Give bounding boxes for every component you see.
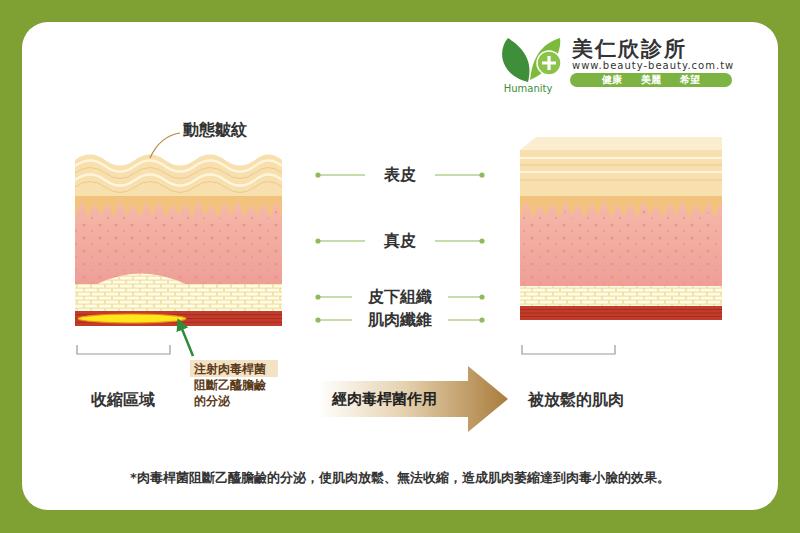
bracket [77,345,170,354]
tagline-band-text: 健康 美麗 希望 [580,73,722,87]
logo-word: Humanity [504,83,553,95]
muscle [75,311,282,326]
clinic-url: www.beauty-beauty.com.tw [572,60,734,72]
guide-dot [480,295,484,299]
guide-line [318,174,365,175]
guide-dot [480,173,484,177]
guide-line [448,319,482,320]
guide-dot [480,318,484,322]
epidermis-top [520,137,722,150]
guide-dot [316,318,320,322]
dermis-dots [75,210,282,284]
injection-arrow-line [180,324,193,356]
wrinkle-line [75,168,282,179]
guide-dot [316,173,320,177]
relaxed-skin [520,137,722,320]
muscle [520,306,722,320]
logo-circle [537,51,561,75]
guide-line [318,240,365,241]
layer-label: 皮下組織 [368,287,432,306]
wrinkle-line [75,161,282,172]
callout-box: 注射肉毒桿菌 阻斷乙醯膽鹼 的分泌 [190,360,278,410]
layer-guides [316,173,484,322]
wrinkle-leader [150,133,180,158]
fat-bulge [95,274,188,286]
muscle-fibre [520,309,722,310]
guide-line [435,174,482,175]
footnote: *肉毒桿菌阻斷乙醯膽鹼的分泌，使肌肉放鬆、無法收縮，造成肌肉萎縮達到肉毒小臉的效… [130,470,670,486]
epidermis-line [520,180,722,181]
guide-line [435,240,482,241]
layer-label: 表皮 [384,165,416,184]
clinic-name: 美仁欣診所 [572,37,687,62]
guide-line [318,319,352,320]
layer-label: 肌肉纖維 [368,310,432,329]
dermis-dots [520,210,722,286]
guide-dot [316,239,320,243]
contracted-skin [75,155,282,327]
blocked-zone [78,314,186,323]
subcutaneous-fat [520,286,722,306]
injection-arrow [180,324,193,356]
muscle-fibre [520,316,722,317]
guide-line [318,296,352,297]
epidermis-line [520,171,722,173]
muscle-fibre [520,313,722,314]
subcutaneous-fat [75,284,282,311]
callout-box-text: 注射肉毒桿菌 阻斷乙醯膽鹼 的分泌 [194,361,274,409]
region-label: 收縮區域 [91,390,155,409]
logo-leaf [502,38,529,82]
guide-dot [316,295,320,299]
brackets [77,345,615,354]
guide-dot [480,239,484,243]
result-label: 被放鬆的肌肉 [528,390,624,409]
effect-arrow: 經肉毒桿菌作用 [318,366,508,432]
logo-leaf [530,38,560,80]
dermis [75,200,282,284]
tagline-band: 健康 美麗 希望 [570,73,732,87]
guide-line [448,296,482,297]
leader-line [150,133,180,158]
epidermis-line [520,157,722,159]
logo-plus [542,56,556,70]
arrow-body [318,366,508,432]
wrinkle-line [75,175,282,186]
wrinkle-label: 動態皺紋 [183,120,247,139]
layer-label: 真皮 [384,231,416,250]
bracket [522,345,615,354]
logo-mark [502,38,561,82]
epidermis-line [520,165,722,166]
white-panel [22,22,778,510]
effect-arrow-text: 經肉毒桿菌作用 [332,390,437,409]
wrinkle-line [75,182,282,193]
dermis [520,200,722,286]
